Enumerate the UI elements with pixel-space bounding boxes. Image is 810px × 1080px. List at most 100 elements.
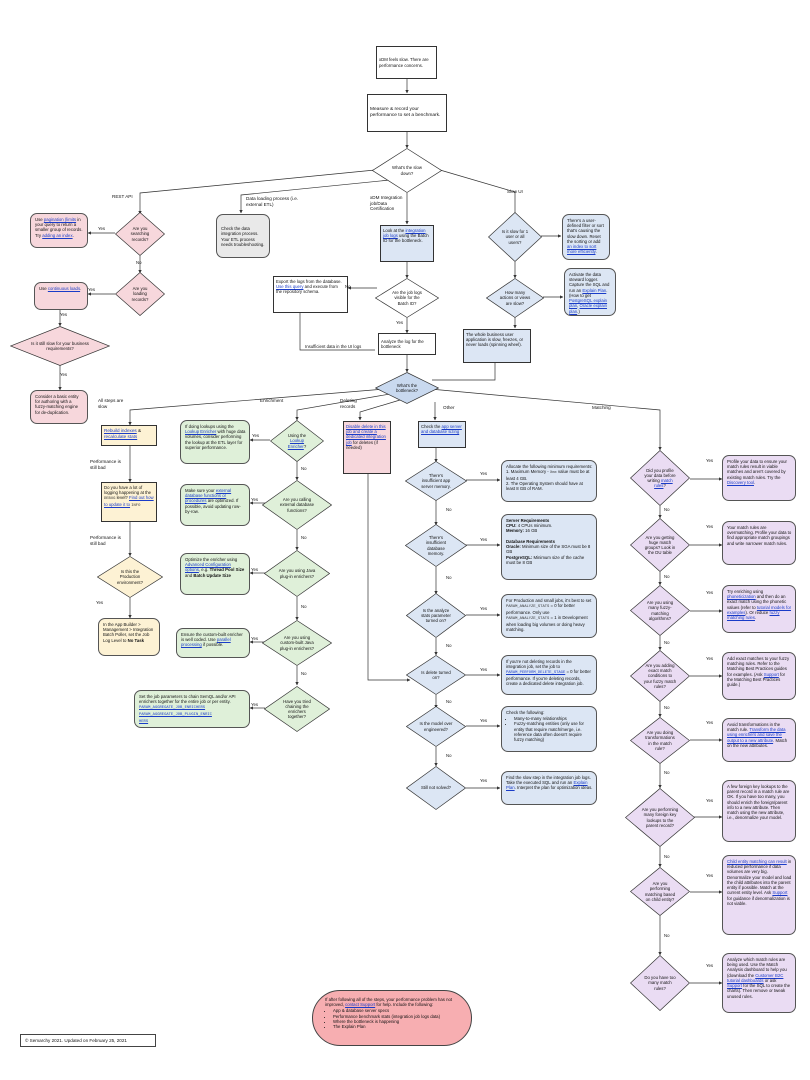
sizing-link[interactable]: app server and database sizing: [421, 424, 462, 435]
branch-loading-label: Data loading process (i.e. external ETL): [246, 196, 299, 207]
postgresql-plan-link[interactable]: PostgreSQL explain plan: [569, 298, 608, 309]
edge-yes: Yes: [251, 702, 259, 707]
edge-no: No: [664, 640, 670, 645]
lookup-enricher-note: If doing lookups using the Lookup Enrich…: [180, 420, 250, 464]
logs-visible-decision: Are the job logs visible for the Batch I…: [375, 278, 439, 318]
edge-yes: Yes: [251, 497, 259, 502]
sizing-box: Check the app server and database sizing: [418, 421, 466, 448]
edge-yes: Yes: [480, 667, 488, 672]
edge-yes: Yes: [706, 873, 714, 878]
phoneticization-link[interactable]: phoneticization: [727, 594, 756, 600]
match-rules-link[interactable]: match rules: [654, 478, 673, 489]
branch-integration-label: xDM Integration job/Data Certification: [370, 195, 403, 211]
analyze-log-box: Analyze the log for the bottleneck: [378, 333, 436, 355]
add-index-link[interactable]: adding an index: [42, 232, 73, 238]
continuous-loads-link[interactable]: continuous loads: [47, 286, 81, 291]
rebuild-indexes-box: Rebuild indexes & recalculate stats: [101, 425, 157, 446]
fuzzy-rules-link[interactable]: fuzzy matching rules: [727, 609, 780, 621]
edge-yes: Yes: [60, 312, 68, 317]
edge-yes: Yes: [706, 720, 714, 725]
slowdown-decision: What's the slow down?: [372, 148, 442, 193]
disable-delete-link[interactable]: Disable delete in this job and create a …: [346, 424, 386, 445]
use-query-link[interactable]: Use this query: [276, 284, 304, 290]
b2c-dashboards-link[interactable]: Customer B2C tutorial dashboards: [727, 972, 784, 983]
child-matching-link[interactable]: Child entity matching can result: [727, 859, 787, 864]
etl-note: Check the data integration process. Your…: [216, 214, 270, 258]
contact-support-box: If after following all of the steps, you…: [312, 990, 472, 1046]
advanced-config-link[interactable]: Advanced Configuration options: [185, 562, 231, 573]
sort-index-link[interactable]: an index to sort more efficiently: [567, 244, 597, 255]
tutorial-models-link[interactable]: tutorial models for examples: [727, 604, 792, 615]
rebuild-indexes-link[interactable]: Rebuild indexes: [104, 428, 137, 433]
update-logging-link[interactable]: Find out how to update it to: [104, 495, 154, 508]
still-slow-decision: Is it still slow for your business requi…: [10, 326, 110, 366]
slow-step-note: Find the slow step in the integration jo…: [501, 771, 597, 805]
child-entity-decision: Are you performing matching based on chi…: [630, 867, 690, 916]
lookup-enricher-note-link[interactable]: Lookup Enricher: [185, 429, 217, 435]
support-link-1[interactable]: Support: [763, 671, 779, 677]
edge-yes: Yes: [706, 656, 714, 661]
recalculate-stats-link[interactable]: recalculate stats: [104, 433, 138, 439]
transform-data-link[interactable]: Transform the data using enrichers and s…: [727, 727, 786, 743]
support-link-3[interactable]: Support: [727, 983, 743, 989]
edge-no: No: [664, 770, 670, 775]
edge-no: No: [664, 574, 670, 579]
parallel-processing-link[interactable]: parallel processing: [181, 637, 231, 648]
integration-logs-link[interactable]: integration job logs: [383, 228, 426, 239]
discovery-tool-link[interactable]: Discovery tool: [727, 479, 754, 485]
edge-no: No: [446, 575, 452, 580]
edge-yes: Yes: [480, 537, 488, 542]
explain-plan-link-2[interactable]: Explain Plan: [506, 780, 588, 791]
java-enrichers-decision: Are you using Java plug-in enrichers?: [264, 550, 330, 597]
external-functions-note: Make sure your external database functio…: [180, 484, 250, 526]
explain-plan-link[interactable]: Explain Plan: [582, 287, 607, 293]
cat-matching: Matching: [592, 405, 611, 410]
phoneticization-note: Try enriching using phoneticization and …: [722, 585, 796, 633]
cat-all-steps: All steps are slow: [98, 398, 124, 409]
job-log-level-note: In the App Builder > Management > Integr…: [98, 618, 160, 656]
model-check-note: Check the following: Many-to-many relati…: [501, 706, 597, 752]
export-logs-box: Export the logs from the database. Use t…: [273, 276, 348, 313]
analyze-stats-decision: Is the analyze stats parameter turned on…: [406, 593, 466, 638]
edge-no: No: [664, 705, 670, 710]
edge-yes: Yes: [98, 226, 106, 231]
foreign-key-note: A few foreign key lookups to the parent …: [722, 780, 796, 842]
custom-enrichers-note: Ensure the custom-built enricher is well…: [176, 628, 250, 658]
edge-yes: Yes: [706, 590, 714, 595]
cat-other: Other: [443, 405, 455, 410]
transformations-decision: Are you doing transformations in the mat…: [630, 717, 690, 764]
delete-on-decision: Is delete turned on?: [406, 655, 466, 695]
support-link-2[interactable]: Support: [772, 890, 788, 896]
child-entity-note: Child entity matching can result in redu…: [722, 855, 796, 935]
edge-no: No: [301, 535, 307, 540]
transform-note: Avoid transformations in the match rule.…: [722, 718, 796, 762]
still-not-solved-decision: Still not solved?: [406, 766, 466, 810]
java-enrichers-note: Optimize the enricher using Advanced Con…: [180, 553, 250, 595]
edge-yes: Yes: [96, 600, 104, 605]
edge-no: No: [446, 753, 452, 758]
edge-no: No: [446, 643, 452, 648]
exact-match-note: Add exact matches to your fuzzy matching…: [722, 652, 796, 700]
start-box: xDM feels slow. There are performance co…: [376, 46, 437, 79]
contact-support-link[interactable]: contact Support: [345, 1002, 376, 1008]
edge-yes: Yes: [88, 287, 96, 292]
edge-no: No: [664, 933, 670, 938]
lookup-enricher-link[interactable]: Lookup Enricher: [287, 438, 305, 449]
chaining-note: Set the job parameters to chain SemQL an…: [134, 690, 250, 728]
bottleneck-decision: What's the bottleneck?: [375, 372, 439, 404]
cat-deleting: Deleting records: [340, 398, 357, 409]
pagination-link[interactable]: pagination (limits: [43, 217, 77, 222]
foreign-key-decision: Are you performing many foreign key look…: [625, 788, 695, 847]
oracle-plan-link[interactable]: Oracle explain plan: [569, 303, 607, 314]
edge-yes: Yes: [706, 458, 714, 463]
db-memory-decision: There's insufficient database memory.: [405, 524, 467, 567]
edge-yes: Yes: [60, 372, 68, 377]
edge-no: No: [345, 284, 351, 289]
edge-yes: Yes: [480, 471, 488, 476]
external-functions-link[interactable]: external database functions or procedure…: [185, 488, 232, 504]
user-filter-note: There's a user-defined filter or sort th…: [562, 214, 610, 260]
whole-app-box: The whole business user application is s…: [463, 329, 531, 363]
one-user-decision: Is it slow for 1 user or all users?: [488, 212, 542, 262]
edge-yes: Yes: [480, 606, 488, 611]
